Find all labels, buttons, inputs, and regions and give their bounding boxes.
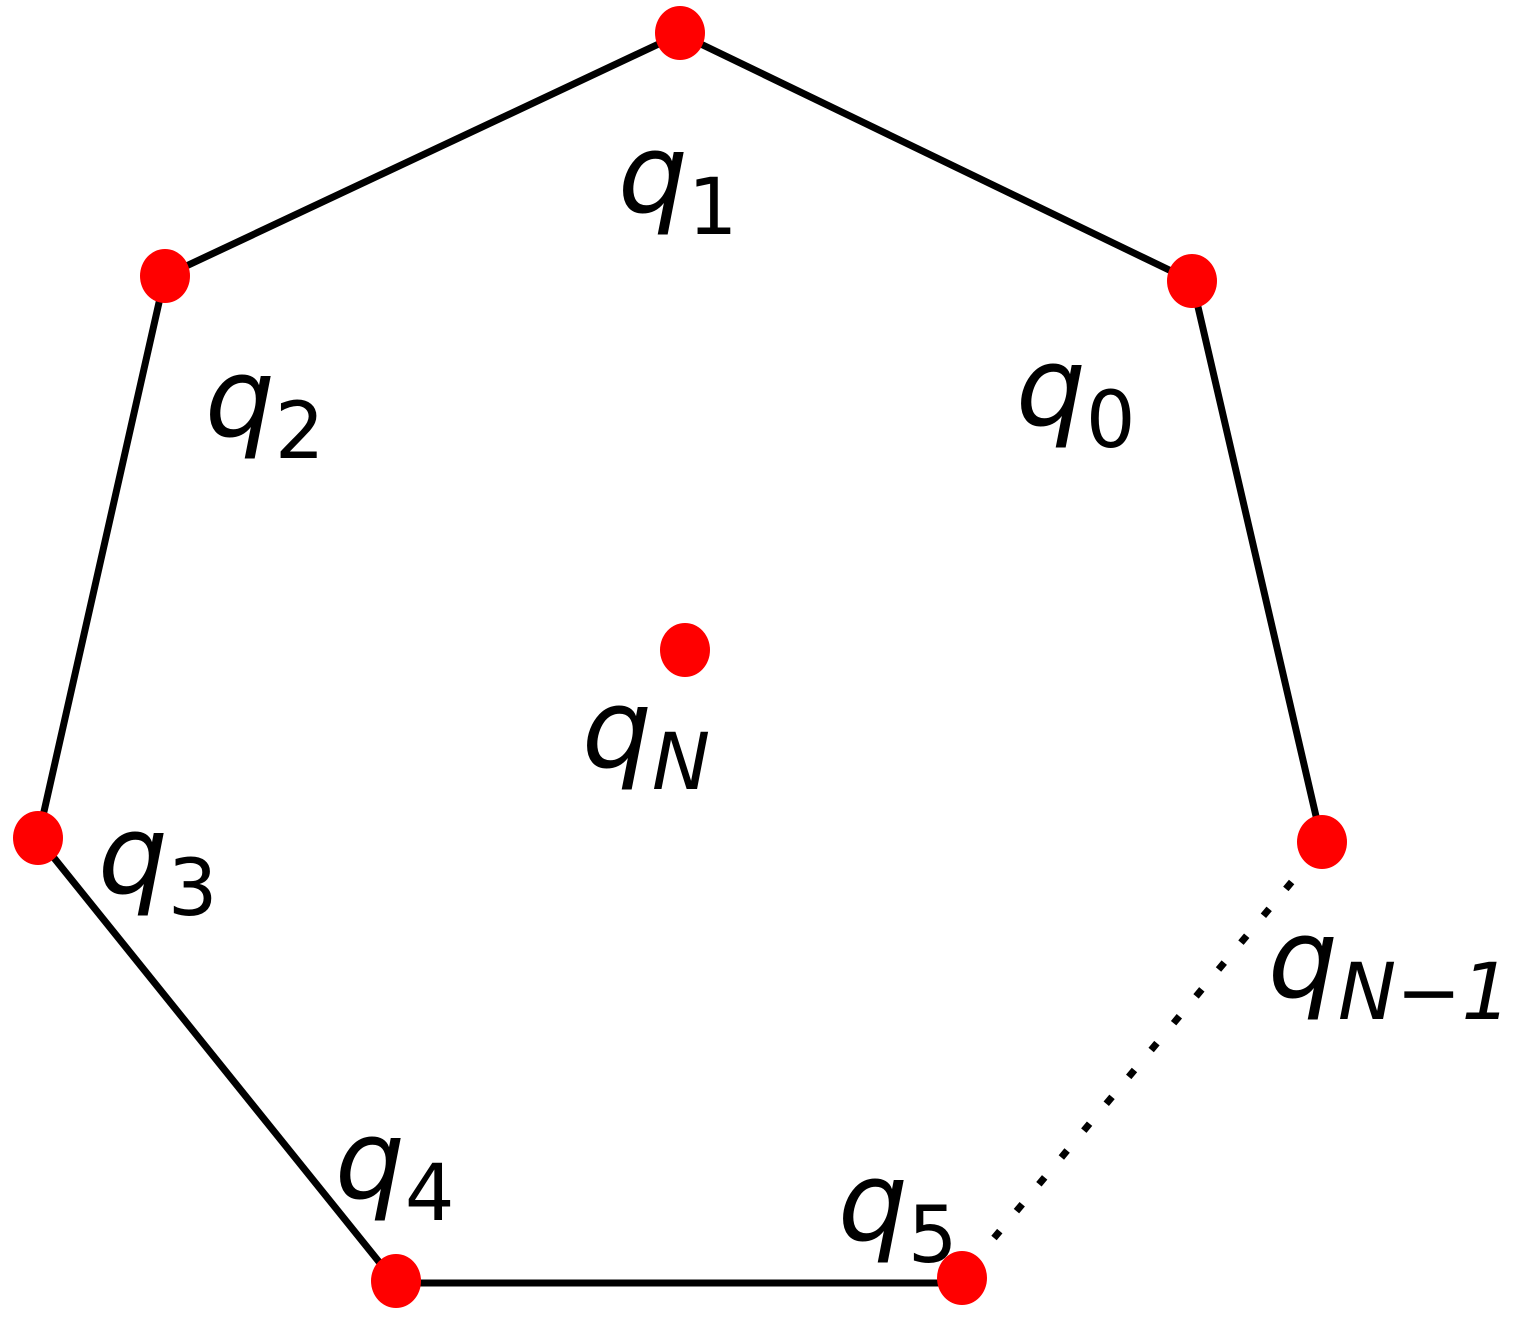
label-q2-name: q (205, 334, 275, 462)
label-q3-name: q (98, 791, 168, 919)
label-q0: q0 (1016, 323, 1135, 466)
label-q3: q3 (98, 791, 217, 934)
vertex-qN-1 (1297, 815, 1347, 869)
label-q3-sub: 3 (168, 844, 218, 934)
label-q4-name: q (335, 1096, 405, 1224)
vertex-q0 (1167, 254, 1217, 308)
vertex-q4 (371, 1254, 421, 1308)
label-q1: q1 (618, 110, 737, 253)
label-q2: q2 (205, 334, 324, 477)
vertex-q2 (140, 249, 190, 303)
edges (34, 30, 1326, 1287)
vertex-q1 (655, 6, 705, 60)
label-q1-name: q (618, 110, 688, 238)
label-qN-1-sub: N−1 (1338, 948, 1511, 1038)
vertex-q5 (937, 1251, 987, 1305)
label-q5: q5 (838, 1138, 957, 1281)
label-q0-sub: 0 (1086, 376, 1136, 466)
labels: q1 q2 q0 qN q3 qN−1 q4 q5 (98, 110, 1511, 1281)
vertices (13, 6, 1347, 1308)
edge-q0-qN-1 (1188, 280, 1326, 843)
vertex-q3 (13, 811, 63, 865)
label-q1-sub: 1 (688, 163, 738, 253)
edge-q3-q4 (35, 835, 399, 1286)
label-q4-sub: 4 (405, 1149, 455, 1239)
label-qN-1-name: q (1268, 895, 1338, 1023)
label-qN-1: qN−1 (1268, 895, 1511, 1038)
label-qN-name: q (582, 665, 652, 793)
edge-q1-q0 (678, 30, 1194, 285)
label-q2-sub: 2 (275, 387, 325, 477)
edge-q5-qN-1-dotted (991, 869, 1303, 1241)
label-q5-sub: 5 (908, 1191, 958, 1281)
label-qN: qN (582, 665, 710, 808)
edge-q2-q3 (34, 275, 169, 839)
vertex-qN (660, 623, 710, 677)
label-qN-sub: N (652, 718, 710, 808)
edge-q1-q2 (163, 30, 682, 280)
label-q0-name: q (1016, 323, 1086, 451)
label-q4: q4 (335, 1096, 454, 1239)
label-q5-name: q (838, 1138, 908, 1266)
